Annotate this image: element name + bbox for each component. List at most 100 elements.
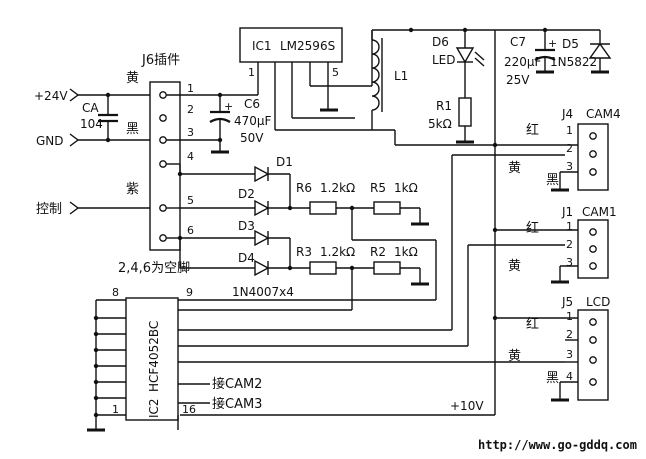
- j4-red: 红: [526, 122, 539, 138]
- j6-pin-4: 4: [187, 150, 194, 163]
- diode-d3: D3: [180, 219, 291, 268]
- svg-text:+: +: [548, 37, 557, 50]
- j1-pin-1: 1: [566, 220, 573, 233]
- c7-ref: C7: [510, 35, 526, 49]
- j6-pin-6: 6: [187, 224, 194, 237]
- capacitor-c6: + C6 470μF 50V: [209, 92, 272, 154]
- ca-ref: CA: [82, 101, 99, 115]
- d2-ref: D2: [238, 187, 255, 201]
- j1-pin-3: 3: [566, 256, 573, 269]
- j4-name: CAM4: [586, 107, 621, 121]
- c6-ref: C6: [244, 97, 260, 111]
- connector-j4: J4 CAM4 1 2 3 红 黄 黑: [508, 107, 621, 191]
- r5-ref: R5: [370, 181, 386, 195]
- j1-name: CAM1: [582, 205, 617, 219]
- led-d6: D6 LED: [432, 27, 485, 67]
- capacitor-ca: CA 104: [80, 92, 118, 143]
- j1-ref: J1: [561, 205, 573, 219]
- rail-label: +10V: [450, 399, 484, 413]
- j5-red: 红: [526, 316, 539, 332]
- j4-yellow: 黄: [508, 161, 521, 176]
- j4-pin-1: 1: [566, 124, 573, 137]
- resistor-r6: R6 1.2kΩ: [290, 181, 374, 215]
- j5-pin-2: 2: [566, 328, 573, 341]
- ic1-part: LM2596S: [280, 39, 335, 53]
- d4-ref: D4: [238, 251, 255, 265]
- j1-pin-2: 2: [566, 238, 573, 251]
- d5-ref: D5: [562, 37, 579, 51]
- ic2-to-cam2: 接CAM2: [212, 376, 262, 392]
- r6-value: 1.2kΩ: [320, 181, 355, 195]
- ic2-ref: IC2: [147, 398, 161, 418]
- j4-pin-2: 2: [566, 142, 573, 155]
- ic2-to-cam3: 接CAM3: [212, 396, 262, 412]
- label-gnd: GND: [36, 134, 64, 148]
- ic2-pin-8: 8: [112, 286, 119, 299]
- svg-text:+: +: [224, 100, 233, 113]
- connector-j5: J5 LCD 1 2 3 4 红 黄 黑: [508, 295, 610, 401]
- ic2-hcf4052bc: IC2 HCF4052BC 8 9 1 16 接CAM2 接CAM3: [112, 286, 262, 421]
- ic2-pin-9: 9: [186, 286, 193, 299]
- d3-ref: D3: [238, 219, 255, 233]
- c6-voltage: 50V: [240, 131, 264, 145]
- connector-j6: J6插件 黄 黑 紫 1 2 3 4 5 6 2,4,6为空脚: [118, 53, 194, 276]
- resistor-r1: R1 5kΩ: [428, 62, 474, 144]
- ic1-lm2596s: IC1 LM2596S 1 5: [239, 27, 343, 130]
- d6-type: LED: [432, 53, 456, 67]
- j6-note: 2,4,6为空脚: [118, 260, 190, 276]
- j6-pin-5: 5: [187, 194, 194, 207]
- connector-j1: J1 CAM1 1 2 3 红 黄: [508, 205, 617, 279]
- j6-wire-yellow: 黄: [126, 71, 139, 86]
- j6-pin-2: 2: [187, 103, 194, 116]
- j1-yellow: 黄: [508, 259, 521, 274]
- j5-ref: J5: [561, 295, 573, 309]
- d5-part: 1N5822: [550, 55, 597, 69]
- capacitor-c7: + C7 220μF 25V: [504, 27, 557, 87]
- diode-d1: D1: [180, 155, 293, 208]
- diode-d2: D2: [180, 187, 290, 217]
- source-url: http://www.go-gddq.com: [478, 438, 637, 452]
- r5-value: 1kΩ: [394, 181, 418, 195]
- c7-voltage: 25V: [506, 73, 530, 87]
- j6-ref: J6插件: [141, 53, 180, 68]
- j5-black: 黑: [546, 371, 559, 386]
- r2-ref: R2: [370, 245, 386, 259]
- ca-value: 104: [80, 117, 103, 131]
- diode-d4: D4 1N4007x4: [180, 251, 294, 299]
- j4-ref: J4: [561, 107, 573, 121]
- j5-pin-1: 1: [566, 310, 573, 323]
- r3-value: 1.2kΩ: [320, 245, 355, 259]
- r1-ref: R1: [436, 99, 452, 113]
- resistor-r5: R5 1kΩ: [370, 181, 429, 226]
- ic1-pin-1: 1: [248, 66, 255, 79]
- j6-pin-1: 1: [187, 82, 194, 95]
- r6-ref: R6: [296, 181, 312, 195]
- diodes-part: 1N4007x4: [232, 285, 294, 299]
- resistor-r3: R3 1.2kΩ: [290, 245, 374, 275]
- label-control: 控制: [36, 202, 62, 217]
- j5-pin-4: 4: [566, 370, 573, 383]
- j6-wire-purple: 紫: [126, 182, 139, 197]
- diode-d5: D5 1N5822: [550, 30, 612, 74]
- ic2-pin-1: 1: [112, 403, 119, 416]
- d1-ref: D1: [276, 155, 293, 169]
- j1-red: 红: [526, 220, 539, 236]
- j4-black: 黑: [546, 173, 559, 188]
- r1-value: 5kΩ: [428, 117, 452, 131]
- ic2-pin-16: 16: [182, 403, 196, 416]
- input-control: 控制: [36, 201, 160, 217]
- j6-pin-3: 3: [187, 126, 194, 139]
- ic1-ref: IC1: [252, 39, 272, 53]
- input-gnd: GND: [36, 133, 160, 148]
- d6-ref: D6: [432, 35, 449, 49]
- label-24v: +24V: [34, 89, 68, 103]
- j6-wire-black: 黑: [126, 122, 139, 137]
- ic2-part: HCF4052BC: [147, 321, 161, 392]
- c7-value: 220μF: [504, 55, 542, 69]
- j4-pin-3: 3: [566, 160, 573, 173]
- ic1-pin-5: 5: [332, 66, 339, 79]
- resistor-r2: R2 1kΩ: [370, 245, 429, 286]
- j5-pin-3: 3: [566, 348, 573, 361]
